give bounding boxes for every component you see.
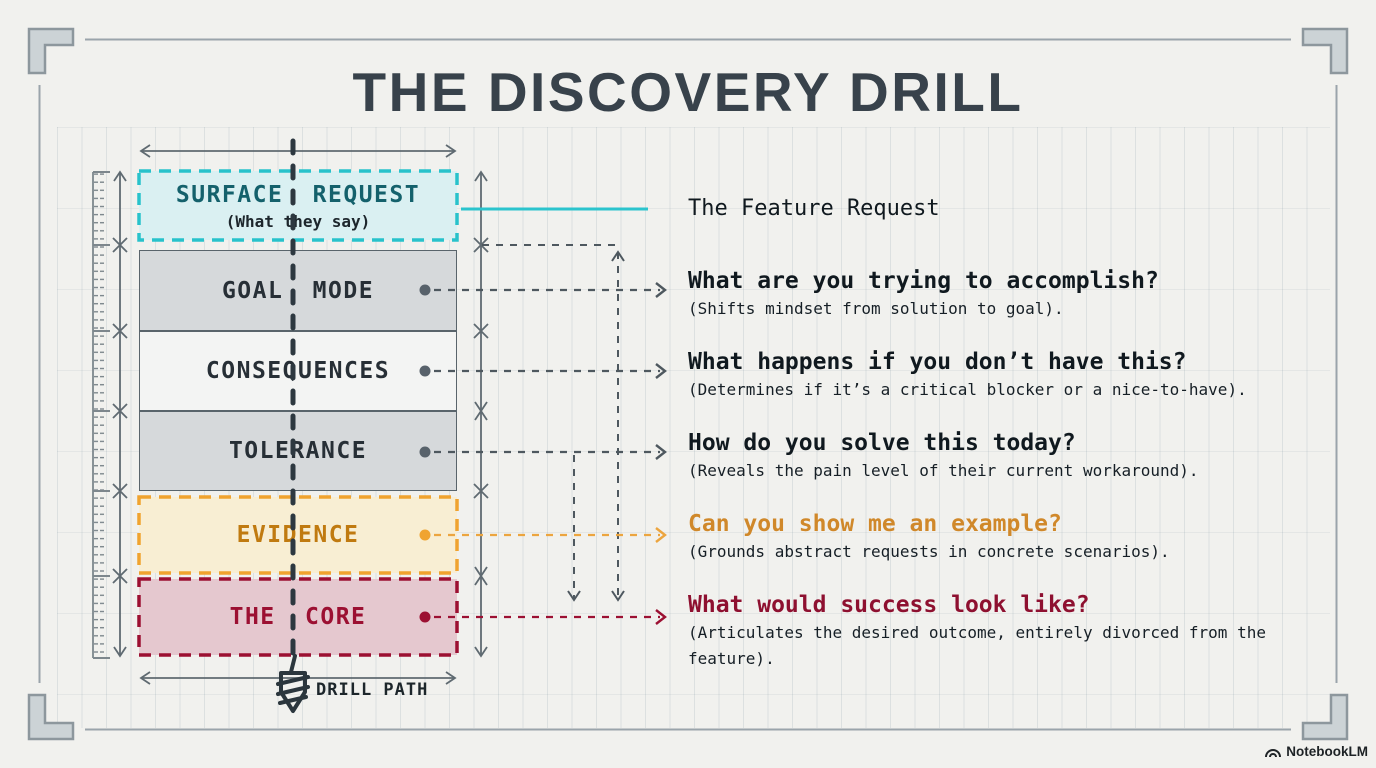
layer-consequences: CONSEQUENCES (139, 331, 457, 411)
feature-request-label: The Feature Request (688, 196, 940, 221)
layer-sublabel: (What they say) (217, 210, 379, 232)
annotation-consequences: What happens if you don’t have this? (De… (688, 347, 1247, 403)
question-detail: (Grounds abstract requests in concrete s… (688, 542, 1170, 561)
layer-the-core: THE CORE (139, 579, 457, 655)
layer-label: GOAL MODE (212, 275, 384, 306)
question-text: How do you solve this today? (688, 430, 1076, 456)
annotation-the-core: What would success look like? (Articulat… (688, 590, 1276, 672)
annotation-evidence: Can you show me an example? (Grounds abs… (688, 509, 1170, 565)
layer-goal-mode: GOAL MODE (139, 250, 457, 331)
drill-path-label: DRILL PATH (316, 680, 429, 700)
question-detail: (Determines if it’s a critical blocker o… (688, 380, 1247, 399)
page-title: THE DISCOVERY DRILL (352, 61, 1024, 123)
watermark-label: NotebookLM (1286, 744, 1368, 759)
watermark: NotebookLM (1264, 744, 1368, 759)
layer-tolerance: TOLERANCE (139, 411, 457, 491)
annotation-goal-mode: What are you trying to accomplish? (Shif… (688, 266, 1159, 322)
layer-label: TOLERANCE (219, 436, 377, 466)
annotation-tolerance: How do you solve this today? (Reveals th… (688, 428, 1199, 484)
question-text: What are you trying to accomplish? (688, 268, 1159, 294)
question-text: What happens if you don’t have this? (688, 349, 1187, 375)
layer-evidence: EVIDENCE (139, 497, 457, 573)
question-text: What would success look like? (688, 592, 1090, 618)
question-detail: (Reveals the pain level of their current… (688, 461, 1199, 480)
notebooklm-icon (1265, 748, 1282, 757)
question-text: Can you show me an example? (688, 511, 1062, 537)
layer-label: CONSEQUENCES (196, 356, 400, 386)
layer-surface-request: SURFACE REQUEST (What they say) (139, 171, 457, 240)
question-detail: (Articulates the desired outcome, entire… (688, 623, 1266, 668)
layer-label: EVIDENCE (227, 520, 369, 550)
question-detail: (Shifts mindset from solution to goal). (688, 299, 1064, 318)
layer-label: SURFACE REQUEST (166, 179, 430, 210)
layer-label: THE CORE (220, 602, 376, 632)
